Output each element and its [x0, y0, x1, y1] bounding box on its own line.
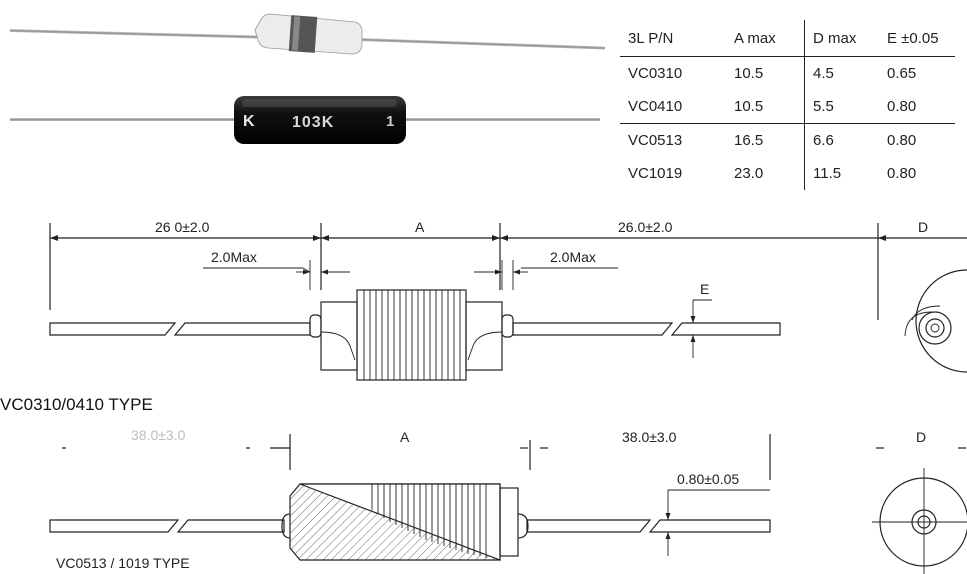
top-left-gap-dim: 2.0Max [211, 249, 257, 265]
photo-resistor-marking: 103K [292, 114, 334, 131]
cell-part-number: VC0513 [620, 123, 726, 157]
cell-e-tol: 0.80 [879, 123, 955, 157]
bottom-left-lead-dim: 38.0±3.0 [131, 427, 186, 443]
col-d-max: D max [804, 20, 879, 57]
spec-table: 3L P/N A max D max E ±0.05 VC0310 10.5 4… [620, 20, 955, 190]
top-body-dim: A [415, 219, 425, 235]
cell-a-max: 10.5 [734, 65, 764, 82]
top-left-lead-dim: 26 0±2.0 [155, 219, 210, 235]
top-end-view-dim: D [918, 219, 928, 235]
drawing-bottom: 38.0±3.0 A 38.0±3.0 D 0.80±0.05 [49, 427, 967, 574]
bottom-wire-dia-dim: 0.80±0.05 [677, 471, 739, 487]
cell-part-number: VC1019 [628, 165, 683, 182]
photo-black-resistor: K 103K 1 [10, 96, 600, 144]
drawing-top: 26 0±2.0 A 26.0±2.0 D 2.0Max 2.0Max [0, 219, 967, 414]
bottom-body-dim: A [400, 429, 410, 445]
cell-d-max: 4.5 [804, 56, 879, 90]
photo-white-resistor [9, 13, 605, 55]
spec-table-header: 3L P/N A max D max E ±0.05 [620, 20, 955, 57]
photo-right-mark: 1 [386, 113, 394, 130]
table-row: VC0310 10.5 4.5 0.65 [620, 56, 955, 90]
bottom-end-view-dim: D [916, 429, 926, 445]
bottom-coil-winding [371, 484, 487, 558]
cell-e-tol: 0.65 [887, 65, 917, 82]
cell-a-max: 10.5 [734, 98, 764, 115]
cell-a-max: 16.5 [726, 123, 805, 157]
col-part-number: 3L P/N [620, 20, 726, 57]
bottom-right-lead-dim: 38.0±3.0 [622, 429, 677, 445]
top-right-lead-dim: 26.0±2.0 [618, 219, 673, 235]
bottom-type-label: VC0513 / 1019 TYPE [56, 555, 190, 571]
cell-e-tol: 0.80 [887, 165, 917, 182]
col-e-tol: E ±0.05 [879, 20, 955, 57]
top-type-label: VC0310/0410 TYPE [0, 395, 153, 414]
cell-d-max: 6.6 [804, 123, 879, 157]
cell-d-max: 5.5 [804, 90, 879, 124]
table-row: VC1019 23.0 11.5 0.80 [620, 157, 955, 190]
cell-d-max: 11.5 [804, 157, 879, 190]
table-row: VC0513 16.5 6.6 0.80 [620, 123, 955, 157]
table-row: VC0410 10.5 5.5 0.80 [620, 90, 955, 124]
cell-a-max: 23.0 [734, 165, 764, 182]
col-a-max: A max [726, 20, 805, 57]
top-wire-dia-dim: E [700, 281, 709, 297]
top-coil-winding [363, 290, 461, 380]
cell-part-number: VC0310 [628, 65, 683, 82]
cell-e-tol: 0.80 [887, 98, 917, 115]
cell-part-number: VC0410 [628, 98, 683, 115]
top-right-gap-dim: 2.0Max [550, 249, 596, 265]
photo-left-mark: K [243, 113, 255, 130]
